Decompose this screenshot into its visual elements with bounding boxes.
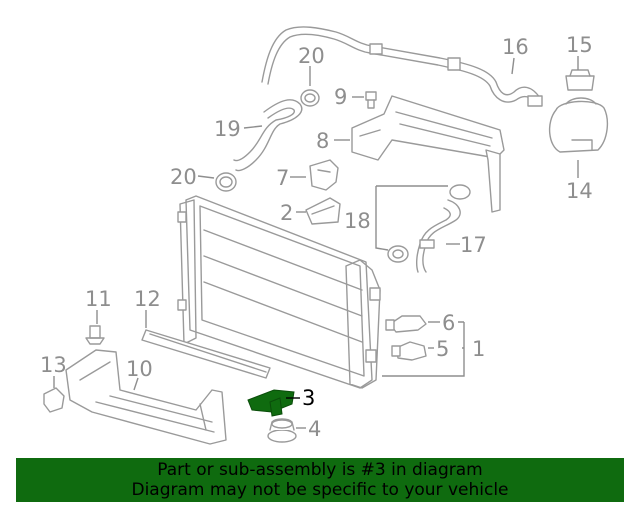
part-17-hose: [415, 199, 461, 273]
callout-6: 6: [442, 311, 455, 335]
part-14-reservoir: [549, 97, 609, 153]
callout-5: 5: [436, 337, 449, 361]
part-11-pin: [85, 325, 105, 345]
callout-7: 7: [276, 166, 289, 190]
part-19-hose: [233, 99, 303, 172]
callout-20-upper: 20: [298, 44, 325, 68]
part-10-baffle: [65, 349, 227, 445]
info-banner: Part or sub-assembly is #3 in diagram Di…: [16, 458, 624, 502]
callout-10: 10: [126, 357, 153, 381]
callout-15: 15: [566, 33, 593, 57]
part-18-clamps: [387, 184, 471, 263]
callout-13: 13: [40, 353, 67, 377]
part-4-grommet: [267, 418, 297, 443]
part-15-cap: [565, 69, 595, 91]
callout-17: 17: [460, 233, 487, 257]
part-16-hose: [261, 26, 543, 107]
part-9-bolt: [365, 91, 377, 109]
callout-9: 9: [334, 85, 347, 109]
callout-19: 19: [214, 117, 241, 141]
part-6-sensor: [385, 315, 427, 333]
part-2-bracket: [305, 197, 341, 225]
callout-2: 2: [280, 201, 293, 225]
part-3-bracket-highlighted: [247, 389, 295, 417]
callout-8: 8: [316, 129, 329, 153]
leader-lines: [53, 56, 579, 429]
callout-14: 14: [566, 179, 593, 203]
callout-18: 18: [344, 209, 371, 233]
part-7-bracket: [309, 159, 339, 191]
parts-diagram: 20 16 15 9 19 8 20 7 14 2 18 17 11 12 6 …: [40, 26, 609, 445]
part-20-clamp-lower: [215, 172, 237, 192]
banner-line-disclaimer: Diagram may not be specific to your vehi…: [131, 480, 509, 500]
callout-12: 12: [134, 287, 161, 311]
banner-line-part: Part or sub-assembly is #3 in diagram: [157, 460, 483, 480]
callout-numbers: 20 16 15 9 19 8 20 7 14 2 18 17 11 12 6 …: [40, 33, 593, 441]
part-20-clamp-upper: [300, 89, 320, 107]
callout-20-lower: 20: [170, 165, 197, 189]
part-13-clip: [43, 387, 65, 413]
callout-11: 11: [85, 287, 112, 311]
radiator: [177, 195, 381, 389]
callout-4: 4: [308, 417, 321, 441]
callout-1: 1: [472, 337, 485, 361]
part-8-baffle: [351, 95, 505, 213]
part-12-seal: [141, 329, 271, 379]
callout-16: 16: [502, 35, 529, 59]
part-5-sensor: [391, 341, 427, 361]
callout-3: 3: [302, 386, 315, 410]
